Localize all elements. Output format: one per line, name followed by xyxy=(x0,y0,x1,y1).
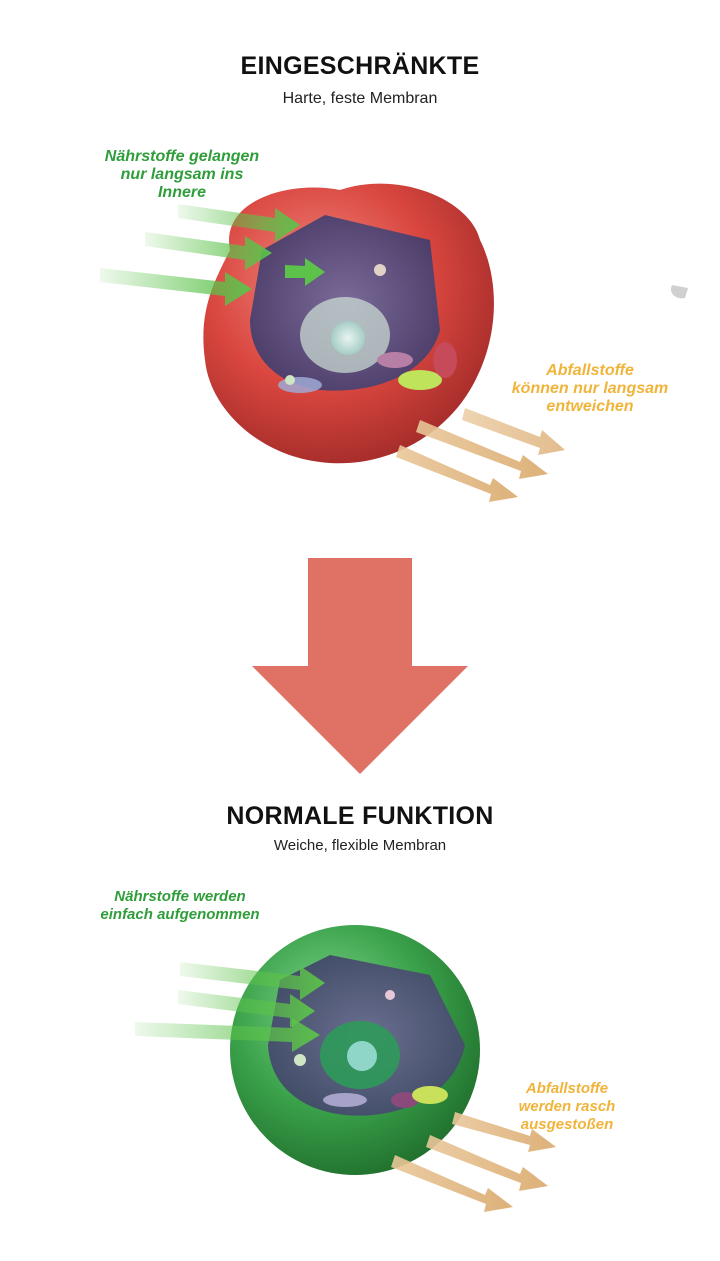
nutrient-arrows-top xyxy=(100,204,325,306)
flexible-organelle xyxy=(294,1054,306,1066)
flexible-organelle xyxy=(391,1092,419,1108)
rigid-cell-illustration xyxy=(100,183,688,502)
bottom-waste-label: Abfallstoffe werden rasch ausgestoßen xyxy=(518,1080,616,1133)
partial-object xyxy=(670,285,688,299)
top-title: EINGESCHRÄNKTE xyxy=(240,52,480,80)
rigid-organelle xyxy=(398,370,442,390)
rigid-organelle xyxy=(374,264,386,276)
nutrient-arrows-bottom xyxy=(135,962,325,1052)
rigid-nucleolus xyxy=(331,321,365,355)
bottom-subtitle: Weiche, flexible Membran xyxy=(273,837,447,854)
top-subtitle: Harte, feste Membran xyxy=(282,90,438,107)
flexible-organelle xyxy=(412,1086,448,1104)
flexible-organelle xyxy=(385,990,395,1000)
waste-arrows-bottom xyxy=(391,1112,556,1212)
rigid-organelle xyxy=(285,375,295,385)
bottom-nutrients-label: Nährstoffe werden einfach aufgenommen xyxy=(100,888,260,923)
flexible-membrane-panel: NORMALE FUNKTION Weiche, flexible Membra… xyxy=(0,790,720,1261)
flexible-nucleolus xyxy=(347,1041,377,1071)
down-arrow-icon xyxy=(252,558,468,774)
flexible-organelle xyxy=(323,1093,367,1107)
waste-arrows-top xyxy=(396,408,565,502)
top-waste-label: Abfallstoffe können nur langsam entweich… xyxy=(511,362,669,415)
top-nutrients-label: Nährstoffe gelangen nur langsam ins Inne… xyxy=(104,148,260,201)
flexible-cell-illustration xyxy=(135,925,556,1212)
rigid-membrane-panel: EINGESCHRÄNKTE Harte, feste Membran xyxy=(0,0,720,540)
bottom-title: NORMALE FUNKTION xyxy=(226,802,494,830)
rigid-organelle xyxy=(377,352,413,368)
rigid-organelle xyxy=(433,342,457,378)
rigid-organelle xyxy=(278,377,322,393)
